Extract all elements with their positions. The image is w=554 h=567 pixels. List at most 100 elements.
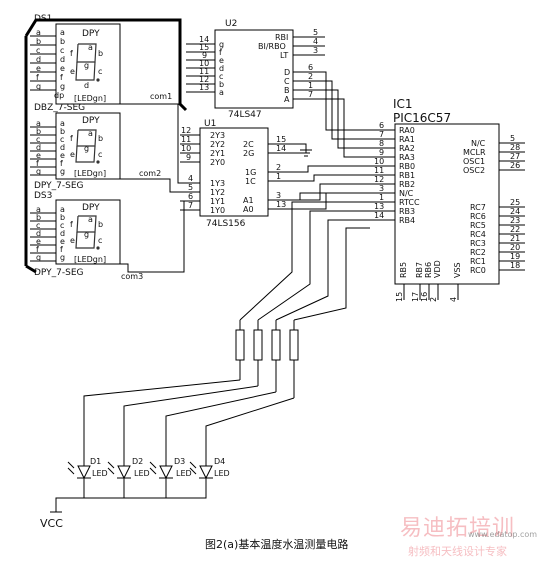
ds2-pin-g: g (36, 167, 41, 176)
ic1-pin-21: 21 (510, 234, 520, 243)
resistor-4 (289, 329, 299, 361)
ic1-label-rc5: RC5 (470, 221, 486, 230)
ic1-pin-27: 27 (510, 152, 520, 161)
u1-pin-2: 2 (276, 163, 281, 172)
ic1-pin-16: 16 (420, 292, 429, 302)
u2-ref: U2 (225, 19, 237, 29)
ds1-ipin-d: d (60, 55, 65, 64)
ic1-pin-20: 20 (510, 243, 520, 252)
ds1-pin-d: d (36, 55, 41, 64)
led-d1-label: LED (92, 469, 108, 478)
u1-label-1g: 1G (245, 168, 256, 177)
ds1-ipin-e: e (60, 64, 65, 73)
u1-label-a1: A1 (243, 196, 254, 205)
u2-label-rbi: RBI (275, 33, 288, 42)
ds1-body (55, 23, 121, 105)
ic1-pin-13: 13 (374, 202, 384, 211)
com1-label: com1 (150, 92, 172, 101)
vcc-label: VCC (40, 517, 63, 530)
ic1-label-rb1: RB1 (399, 171, 415, 180)
ic1-label-rtcc: RTCC (399, 198, 420, 207)
u1-pin-7: 7 (188, 201, 193, 210)
resistor-2 (253, 329, 263, 361)
ds2-ipin-c: c (60, 135, 64, 144)
u2-label-birbo: BI/RBO (258, 42, 286, 51)
u2-pin-3: 3 (313, 46, 318, 55)
u2-label-d: d (219, 64, 224, 73)
ds1-pin-b: b (36, 37, 41, 46)
ds2-seg-g: g (84, 144, 89, 153)
ic1-ref: IC1 (393, 97, 413, 111)
com3-label: com3 (121, 272, 143, 281)
ic1-label-rb0: RB0 (399, 162, 415, 171)
ic1-pin-19: 19 (510, 252, 520, 261)
ic1-label-rc6: RC6 (470, 212, 486, 221)
ds1-seg-g: g (84, 61, 89, 70)
ds3-ipin-f: f (60, 245, 63, 254)
ic1-pin-10: 10 (374, 157, 384, 166)
ic1-label-rb2: RB2 (399, 180, 415, 189)
ds1-ipin-g: g (60, 82, 65, 91)
ds3-title: DPY (82, 203, 100, 213)
u1-pin-4: 4 (188, 174, 193, 183)
ic1-pin-8: 8 (379, 139, 384, 148)
u2-label-lt: LT (280, 51, 288, 60)
ds1-seg-f: f (70, 49, 73, 58)
ic1-pin-28: 28 (510, 143, 520, 152)
u1-part: 74LS156 (206, 219, 246, 229)
ic1-pin-17: 17 (411, 292, 420, 302)
ds2-seg-f: f (70, 134, 73, 143)
ds2-ipin-b: b (60, 127, 65, 136)
ds3-pin-e: e (36, 237, 41, 246)
u1-pin-1: 1 (276, 172, 281, 181)
u1-pin-14: 14 (276, 144, 286, 153)
u1-label-2g: 2G (243, 149, 254, 158)
ic1-label-rc1: RC1 (470, 257, 486, 266)
ds2-pin-f: f (36, 159, 39, 168)
ic1-label-vss: VSS (453, 262, 462, 278)
ic1-label-rb6: RB6 (424, 262, 433, 278)
display-ds1: DS1 DPY a b c d e f g a b c d e f g dp a… (34, 14, 121, 105)
ds3-pin-a: a (36, 205, 41, 214)
u1-pin-9: 9 (186, 153, 191, 162)
led-d4-ref: D4 (214, 457, 225, 466)
u1-label-2y0: 2Y0 (210, 158, 225, 167)
ic1-body (394, 123, 500, 285)
ds1-ipin-b: b (60, 37, 65, 46)
u2-pin-9: 9 (202, 51, 207, 60)
u2-label-c: c (219, 72, 223, 81)
led-array: D1 LED D2 LED D3 LED D4 (67, 456, 230, 488)
u1-label-2c: 2C (243, 140, 254, 149)
ic1-label-osc2: OSC2 (463, 166, 485, 175)
ds3-pin-c: c (36, 221, 40, 230)
u2-pin-1: 1 (308, 81, 313, 90)
ic1-pin-1: 1 (379, 193, 384, 202)
ds1-ipin-c: c (60, 46, 64, 55)
ds2-ipin-e: e (60, 151, 65, 160)
ic1-pin-11: 11 (374, 166, 384, 175)
u1-ref: U1 (204, 119, 216, 129)
led-d4: D4 LED (189, 456, 230, 488)
ds1-seg-d: d (84, 81, 89, 90)
ds1-part: [LEDgn] (74, 94, 106, 103)
resistor-led-nets (83, 379, 295, 456)
ic1-label-rb3: RB3 (399, 207, 415, 216)
resistor-1 (235, 329, 245, 361)
ds2-pin-d: d (36, 143, 41, 152)
ds3-digit: a b c e f g (70, 215, 103, 250)
u1-pin-5: 5 (188, 183, 193, 192)
u2-pin-14: 14 (199, 35, 209, 44)
u1-pin-12: 12 (181, 126, 191, 135)
ic1-pin-22: 22 (510, 225, 520, 234)
ds1-pins: a b c d e f g a b c d e f g dp (36, 28, 65, 100)
led-d4-label: LED (214, 469, 230, 478)
ic1-pin-14: 14 (374, 211, 384, 220)
ds3-seg-f: f (70, 220, 73, 229)
ds3-pin-g: g (36, 253, 41, 262)
ds1-seg-b: b (98, 49, 103, 58)
u2-label-e: e (219, 56, 224, 65)
ds2-pin-e: e (36, 151, 41, 160)
ic1-label-vdd: VDD (433, 260, 442, 278)
com2-label: com2 (139, 169, 161, 178)
ic1-pin-18: 18 (510, 261, 520, 270)
